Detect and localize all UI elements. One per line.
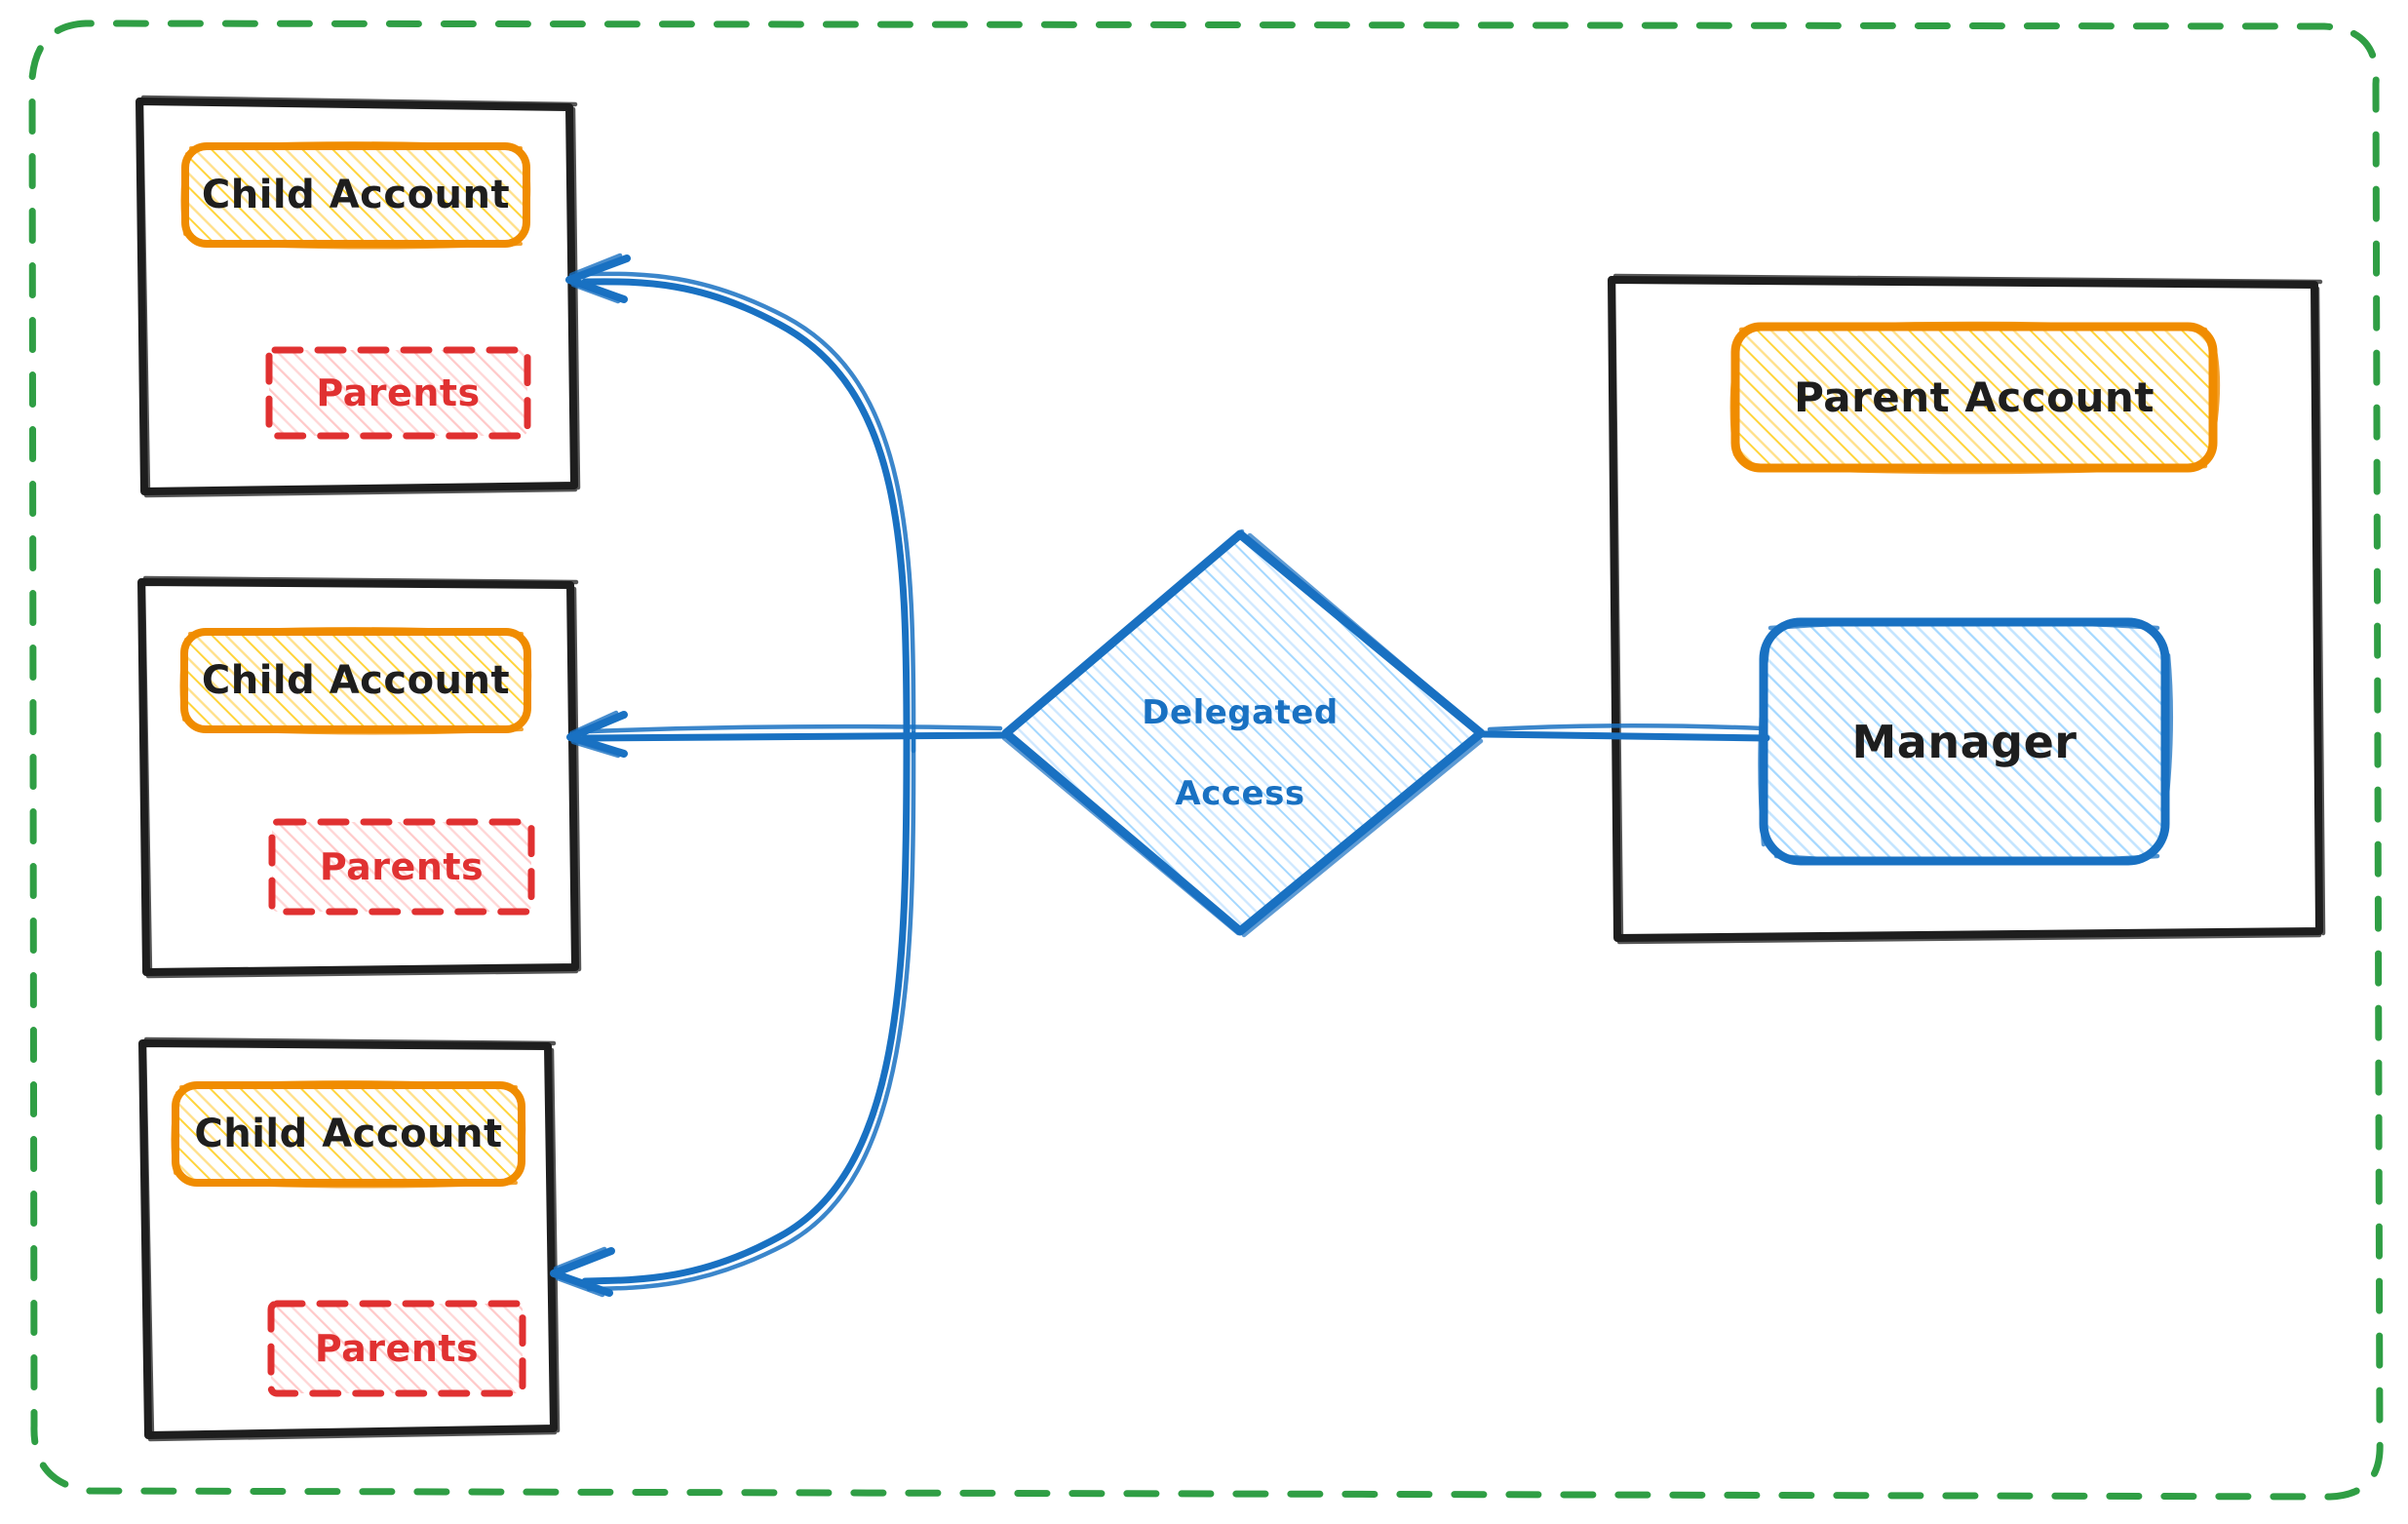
parents-chip-1[interactable] <box>265 346 531 440</box>
child-account-chip-2[interactable] <box>179 627 532 735</box>
delegated-access-diamond[interactable] <box>1001 528 1488 938</box>
connector-to-child-1[interactable] <box>565 253 916 754</box>
parents-chip-3[interactable] <box>267 1300 526 1397</box>
connector-to-child-2[interactable] <box>566 710 1008 759</box>
connector-manager-to-diamond[interactable] <box>1480 723 1770 742</box>
child-account-chip-1[interactable] <box>180 141 531 250</box>
parent-account-chip[interactable] <box>1729 321 2221 475</box>
organization-boundary <box>28 20 2384 1501</box>
manager-chip[interactable] <box>1758 617 2174 866</box>
child-account-chip-3[interactable] <box>171 1080 526 1189</box>
parents-chip-2[interactable] <box>268 818 535 916</box>
connector-to-child-3[interactable] <box>550 730 916 1298</box>
